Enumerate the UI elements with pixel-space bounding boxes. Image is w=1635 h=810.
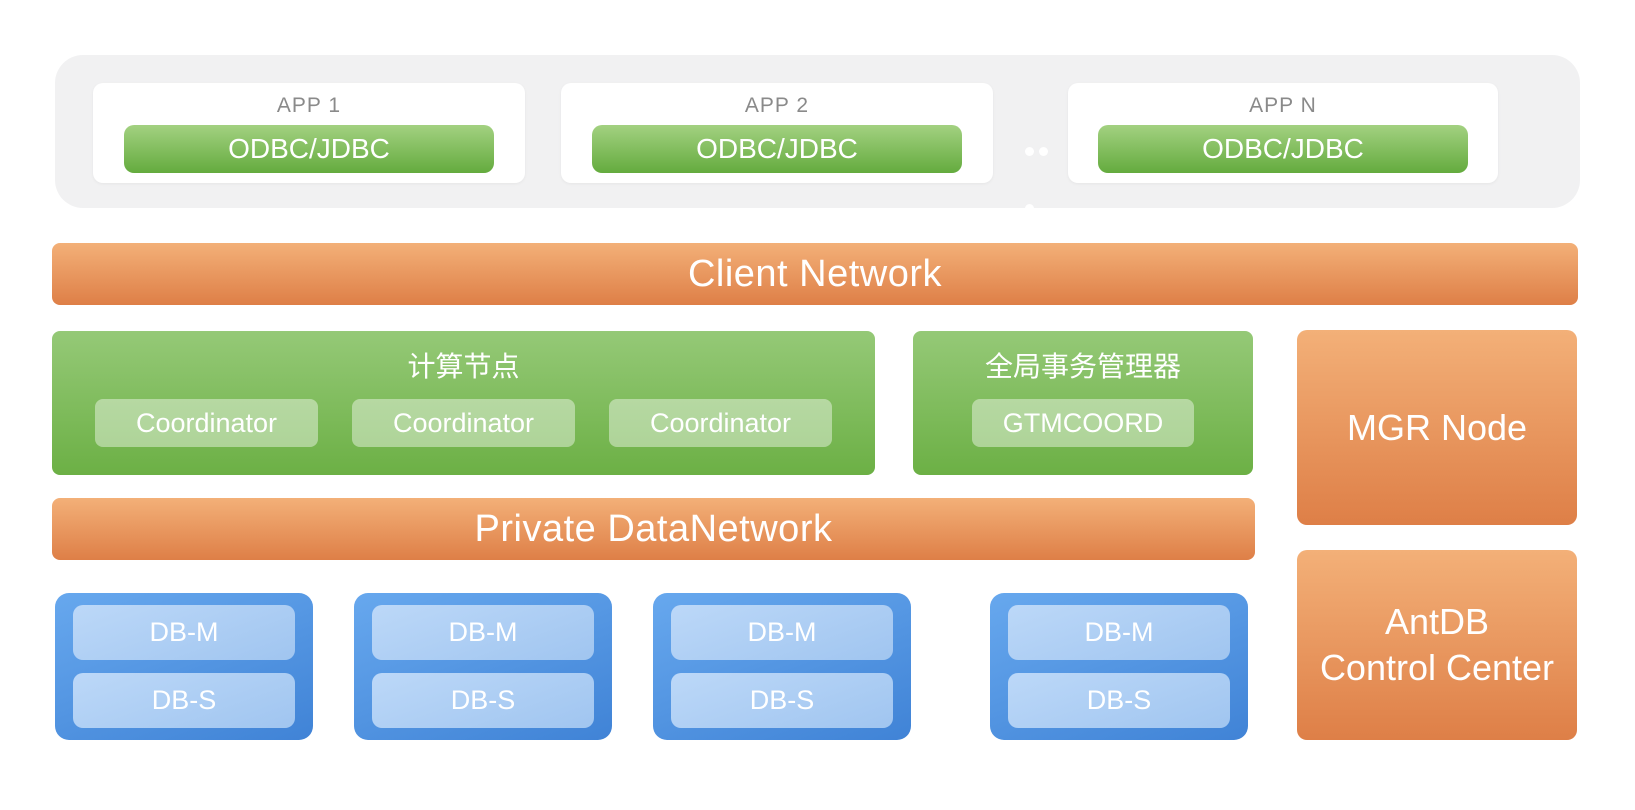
db-slave-node: DB-S (73, 673, 295, 728)
db-slave-node: DB-S (671, 673, 893, 728)
compute-node-box: 计算节点 Coordinator Coordinator Coordinator (52, 331, 875, 475)
app-card-2: APP 2 ODBC/JDBC (561, 83, 993, 183)
db-shard-1: DB-M DB-S (55, 593, 313, 740)
app-2-odbc-jdbc-badge: ODBC/JDBC (592, 125, 962, 173)
mgr-node-label: MGR Node (1346, 406, 1528, 448)
coordinator-node-2: Coordinator (352, 399, 575, 447)
db-shard-4: DB-M DB-S (990, 593, 1248, 740)
db-shard-3: DB-M DB-S (653, 593, 911, 740)
coordinator-node-3: Coordinator (609, 399, 832, 447)
antdb-control-center-line2: Control Center (1319, 647, 1555, 688)
ellipsis-dot (1039, 147, 1048, 156)
ellipsis-dot (1025, 204, 1034, 213)
app-2-title: APP 2 (744, 94, 810, 117)
private-data-network-bar: Private DataNetwork (52, 498, 1255, 560)
private-data-network-label: Private DataNetwork (474, 507, 833, 550)
db-master-node: DB-M (73, 605, 295, 660)
app-1-odbc-jdbc-badge: ODBC/JDBC (124, 125, 494, 173)
global-transaction-manager-box: 全局事务管理器 GTMCOORD (913, 331, 1253, 475)
antdb-control-center-box: AntDB Control Center (1297, 550, 1577, 740)
db-master-node: DB-M (1008, 605, 1230, 660)
app-card-1: APP 1 ODBC/JDBC (93, 83, 525, 183)
ellipsis-dot (1025, 147, 1034, 156)
mgr-node-box: MGR Node (1297, 330, 1577, 525)
app-n-title: APP N (1249, 94, 1317, 117)
gtmcoord-node: GTMCOORD (972, 399, 1194, 447)
db-slave-node: DB-S (372, 673, 594, 728)
db-slave-node: DB-S (1008, 673, 1230, 728)
client-network-bar: Client Network (52, 243, 1578, 305)
compute-node-title: 计算节点 (407, 351, 520, 382)
client-network-label: Client Network (687, 252, 943, 295)
antdb-control-center-line1: AntDB (1384, 601, 1490, 642)
db-master-node: DB-M (372, 605, 594, 660)
app-1-title: APP 1 (276, 94, 342, 117)
app-n-odbc-jdbc-badge: ODBC/JDBC (1098, 125, 1468, 173)
db-shard-2: DB-M DB-S (354, 593, 612, 740)
db-master-node: DB-M (671, 605, 893, 660)
app-card-n: APP N ODBC/JDBC (1068, 83, 1498, 183)
coordinator-node-1: Coordinator (95, 399, 318, 447)
application-layer-panel: APP 1 ODBC/JDBC APP 2 ODBC/JDBC APP N OD… (55, 55, 1580, 213)
coordinator-row: Coordinator Coordinator Coordinator (52, 399, 875, 447)
gtm-title: 全局事务管理器 (984, 351, 1181, 382)
